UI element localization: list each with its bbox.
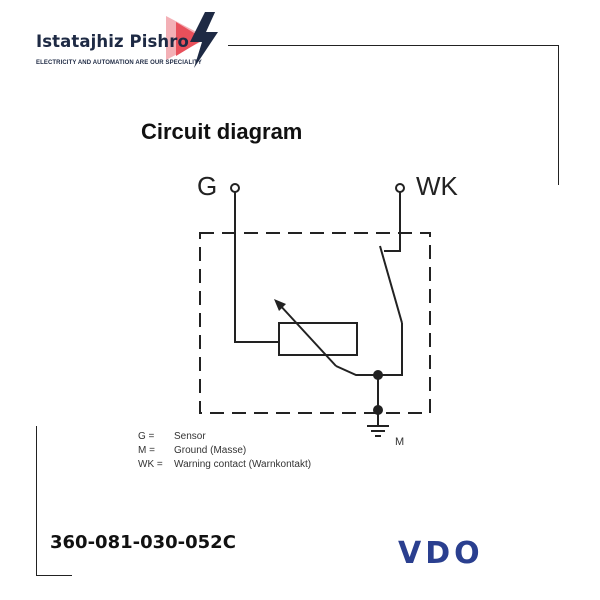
diagram-legend: G = Sensor M = Ground (Masse) WK = Warni… (138, 430, 311, 472)
vdo-logo: VDO (398, 536, 484, 571)
frame-line-bottom (36, 575, 72, 576)
terminal-g-node (230, 183, 240, 193)
wire-wiper-junction (335, 365, 378, 376)
terminal-wk-label: WK (416, 171, 459, 201)
wire-wk (384, 192, 401, 252)
frame-line-right (558, 45, 559, 185)
legend-key: G = (138, 431, 155, 442)
legend-value: Warning contact (Warnkontakt) (174, 459, 312, 470)
ground-icon (367, 425, 389, 437)
legend-key: M = (138, 445, 155, 456)
junction-node-bottom (373, 405, 383, 415)
variable-resistor (278, 322, 358, 356)
sensor-housing-outline (199, 232, 431, 414)
brand-logo: Istatajhiz Pishro ELECTRICITY AND AUTOMA… (36, 12, 236, 82)
resistor-arrow-head (274, 299, 286, 311)
legend-row: G = Sensor (138, 430, 311, 444)
legend-value: Sensor (174, 431, 206, 442)
part-number: 360-081-030-052C (50, 532, 236, 553)
warning-contact-switch (379, 245, 403, 324)
wire-switch-junction (378, 323, 403, 376)
legend-value: Ground (Masse) (174, 445, 247, 456)
legend-row: WK = Warning contact (Warnkontakt) (138, 458, 311, 472)
legend-key: WK = (138, 459, 163, 470)
wire-g (234, 192, 279, 343)
terminal-m-label: M (395, 436, 404, 448)
frame-line-top (228, 45, 558, 46)
brand-name: Istatajhiz Pishro (36, 32, 189, 51)
circuit-diagram: G WK M (197, 171, 459, 448)
frame-line-left (36, 426, 37, 576)
resistor-arrow-shaft (277, 302, 337, 367)
terminal-wk-node (395, 183, 405, 193)
legend-row: M = Ground (Masse) (138, 444, 311, 458)
brand-tagline: ELECTRICITY AND AUTOMATION ARE OUR SPECI… (36, 60, 202, 66)
diagram-title: Circuit diagram (141, 119, 303, 144)
play-lightning-icon (166, 12, 218, 68)
terminal-g-label: G (197, 171, 217, 201)
